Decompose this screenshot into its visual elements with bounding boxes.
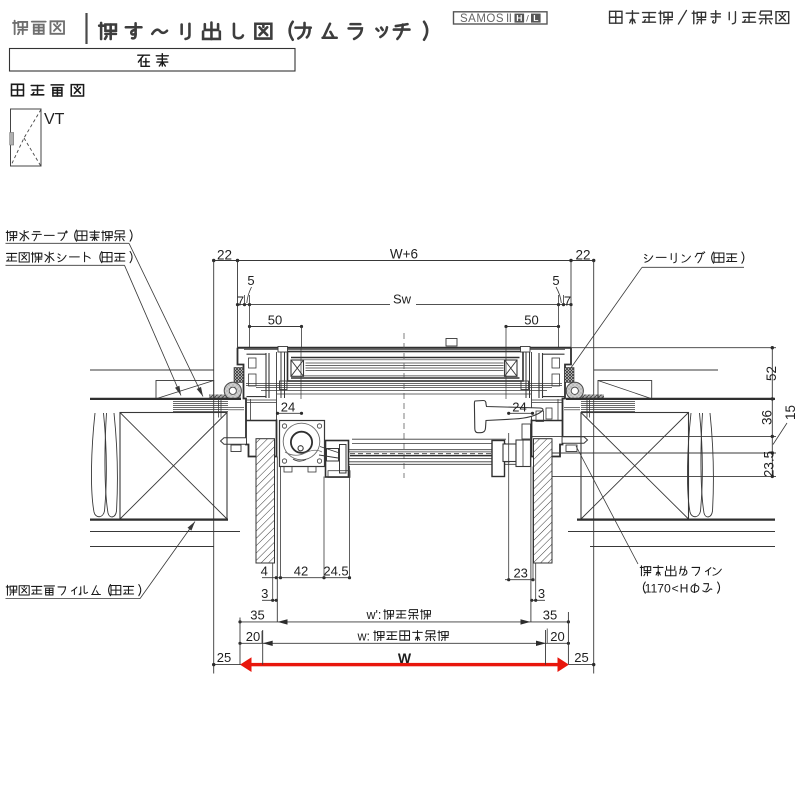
svg-text:42: 42	[294, 563, 308, 578]
svg-text:15: 15	[783, 405, 798, 420]
svg-text:23.5: 23.5	[762, 451, 777, 477]
svg-text:H: H	[516, 13, 522, 23]
svg-text:L: L	[533, 13, 538, 23]
svg-text:/: /	[526, 14, 529, 25]
svg-text:25: 25	[217, 650, 231, 665]
svg-text:52: 52	[764, 366, 779, 381]
svg-text:50: 50	[268, 313, 282, 328]
svg-text:w:: w:	[357, 630, 371, 644]
svg-text:20: 20	[246, 629, 260, 644]
svg-text:35: 35	[543, 608, 557, 623]
svg-text:<: <	[672, 582, 679, 596]
svg-text:36: 36	[760, 410, 775, 425]
svg-text:W: W	[398, 650, 412, 666]
svg-text:4: 4	[261, 563, 268, 578]
svg-text:H: H	[680, 582, 689, 596]
svg-text:w':: w':	[366, 608, 382, 622]
svg-text:25: 25	[574, 650, 588, 665]
svg-text:22: 22	[575, 248, 590, 263]
svg-text:1170: 1170	[645, 582, 671, 596]
svg-text:3: 3	[261, 586, 268, 601]
svg-text:II: II	[506, 13, 512, 25]
svg-text:SAMOS: SAMOS	[460, 13, 504, 25]
svg-text:35: 35	[250, 608, 264, 623]
svg-text:7: 7	[564, 294, 571, 309]
svg-text:5: 5	[552, 273, 559, 288]
svg-text:5: 5	[247, 273, 254, 288]
svg-text:3: 3	[538, 586, 545, 601]
svg-text:7: 7	[237, 294, 244, 309]
svg-text:W+6: W+6	[390, 247, 418, 262]
svg-text:24.5: 24.5	[323, 563, 348, 578]
svg-text:24: 24	[512, 399, 526, 414]
svg-text:20: 20	[550, 629, 564, 644]
svg-text:24: 24	[281, 399, 295, 414]
svg-text:50: 50	[524, 313, 538, 328]
svg-text:Sw: Sw	[393, 292, 412, 307]
svg-text:22: 22	[217, 248, 232, 263]
svg-text:VT: VT	[44, 111, 65, 128]
svg-text:23: 23	[513, 565, 527, 580]
